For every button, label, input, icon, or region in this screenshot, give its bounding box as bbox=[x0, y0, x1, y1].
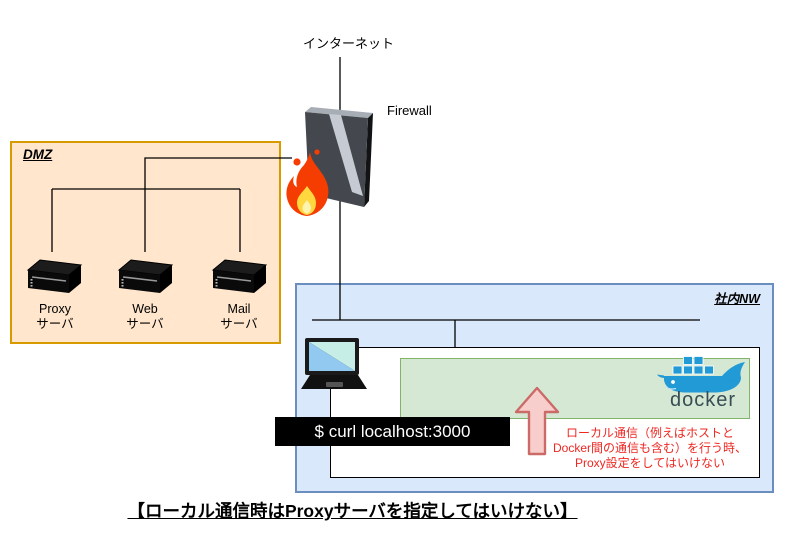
proxy-server-label: Proxy サーバ bbox=[36, 302, 74, 331]
dmz-zone-label: DMZ bbox=[23, 147, 53, 162]
terminal-command: $ curl localhost:3000 bbox=[275, 417, 510, 446]
up-arrow-icon bbox=[514, 386, 560, 456]
mail-server-label: Mail サーバ bbox=[220, 302, 258, 331]
spark-dot bbox=[293, 158, 301, 166]
firewall-label: Firewall bbox=[387, 103, 432, 118]
docker-whale-icon bbox=[657, 356, 745, 393]
internet-label: インターネット bbox=[303, 36, 395, 51]
spark-dot bbox=[314, 149, 320, 155]
laptop-icon bbox=[301, 338, 367, 389]
local-communication-note: ローカル通信（例えばホストと Docker間の通信も含む）を行う時、 Proxy… bbox=[552, 426, 747, 470]
diagram-caption: 【ローカル通信時はProxyサーバを指定してはいけない】 bbox=[127, 501, 578, 521]
web-server-icon bbox=[117, 259, 174, 293]
web-server-label: Web サーバ bbox=[126, 302, 164, 331]
proxy-server-icon bbox=[26, 259, 83, 293]
flame-icon bbox=[286, 149, 329, 216]
internal-network-label: 社内NW bbox=[714, 292, 760, 306]
mail-server-icon bbox=[211, 259, 268, 293]
docker-wordmark: docker bbox=[669, 389, 737, 411]
